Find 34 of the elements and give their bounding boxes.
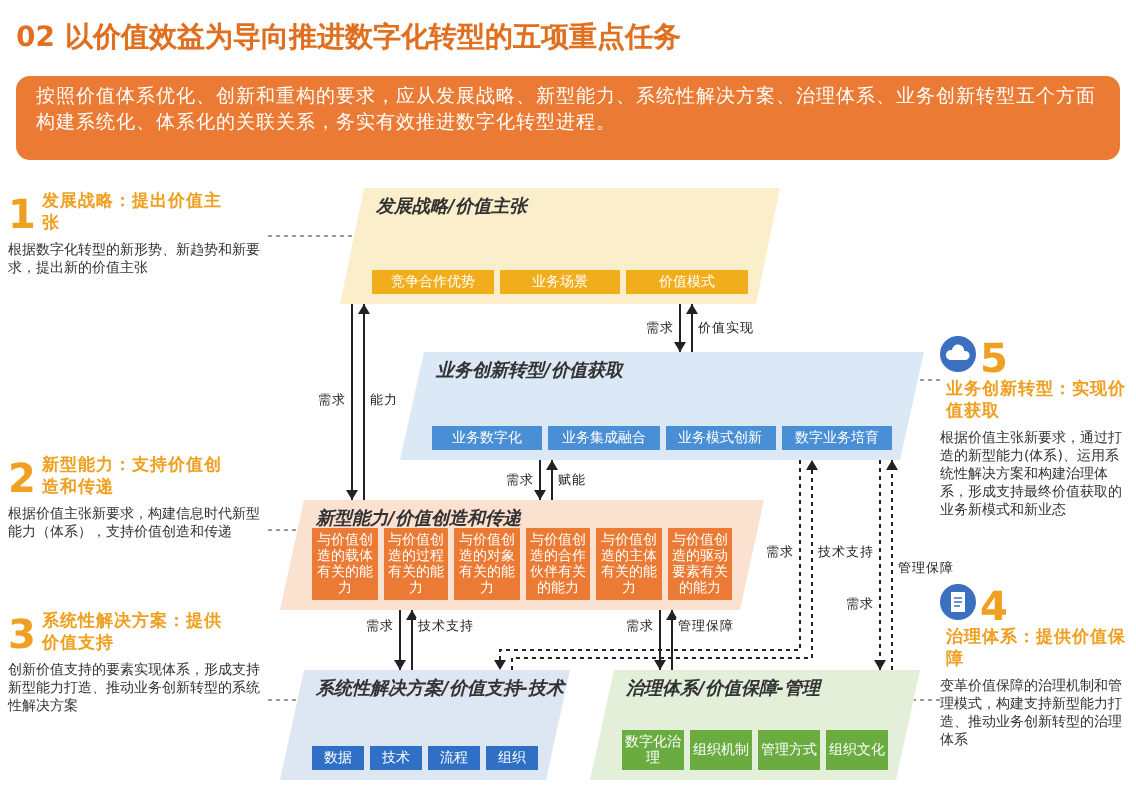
leader-line <box>267 235 356 237</box>
step-number: 5 <box>980 336 1008 380</box>
dashed-arrow <box>874 459 886 671</box>
step-heading: 系统性解决方案：提供价值支持 <box>41 612 224 656</box>
summary-banner: 按照价值体系优化、创新和重构的要求，应从发展战略、新型能力、系统性解决方案、治理体系、业务创新转型五个方面构建系统化、体系化的关联关系，务实有效推进数字化转型进程。 <box>16 76 1120 160</box>
step-heading: 发展战略：提出价值主张 <box>41 192 224 236</box>
arrow <box>534 459 546 501</box>
step-number: 4 <box>980 584 1008 628</box>
leader-line <box>912 699 941 701</box>
step-number: 3 <box>8 612 36 656</box>
arrow <box>546 459 558 501</box>
leader-line <box>916 379 941 381</box>
arrow <box>654 609 666 671</box>
step-number: 1 <box>8 192 36 236</box>
arrow <box>686 303 698 353</box>
step-number: 2 <box>8 456 36 500</box>
arrow <box>666 609 678 671</box>
layer-title: 新型能力/价值创造和传递 <box>316 506 521 532</box>
leader-line <box>267 699 299 701</box>
arrow <box>674 303 686 353</box>
dashed-arrow <box>886 459 898 671</box>
layer-title: 治理体系/价值保障-管理 <box>626 676 821 702</box>
layer-title: 业务创新转型/价值获取 <box>436 358 623 384</box>
title: 02 以价值效益为导向推进数字化转型的五项重点任务 <box>16 20 681 56</box>
leader-line <box>267 529 299 531</box>
layer-title: 系统性解决方案/价值支持-技术 <box>316 676 565 702</box>
arrow <box>406 609 418 671</box>
arrow <box>394 609 406 671</box>
arrow <box>358 303 370 501</box>
step-heading: 治理体系：提供价值保障 <box>946 628 1128 672</box>
layer-title: 发展战略/价值主张 <box>376 194 527 220</box>
step-heading: 业务创新转型：实现价值获取 <box>946 380 1128 424</box>
arrow <box>346 303 358 501</box>
step-heading: 新型能力：支持价值创造和传递 <box>41 456 224 500</box>
